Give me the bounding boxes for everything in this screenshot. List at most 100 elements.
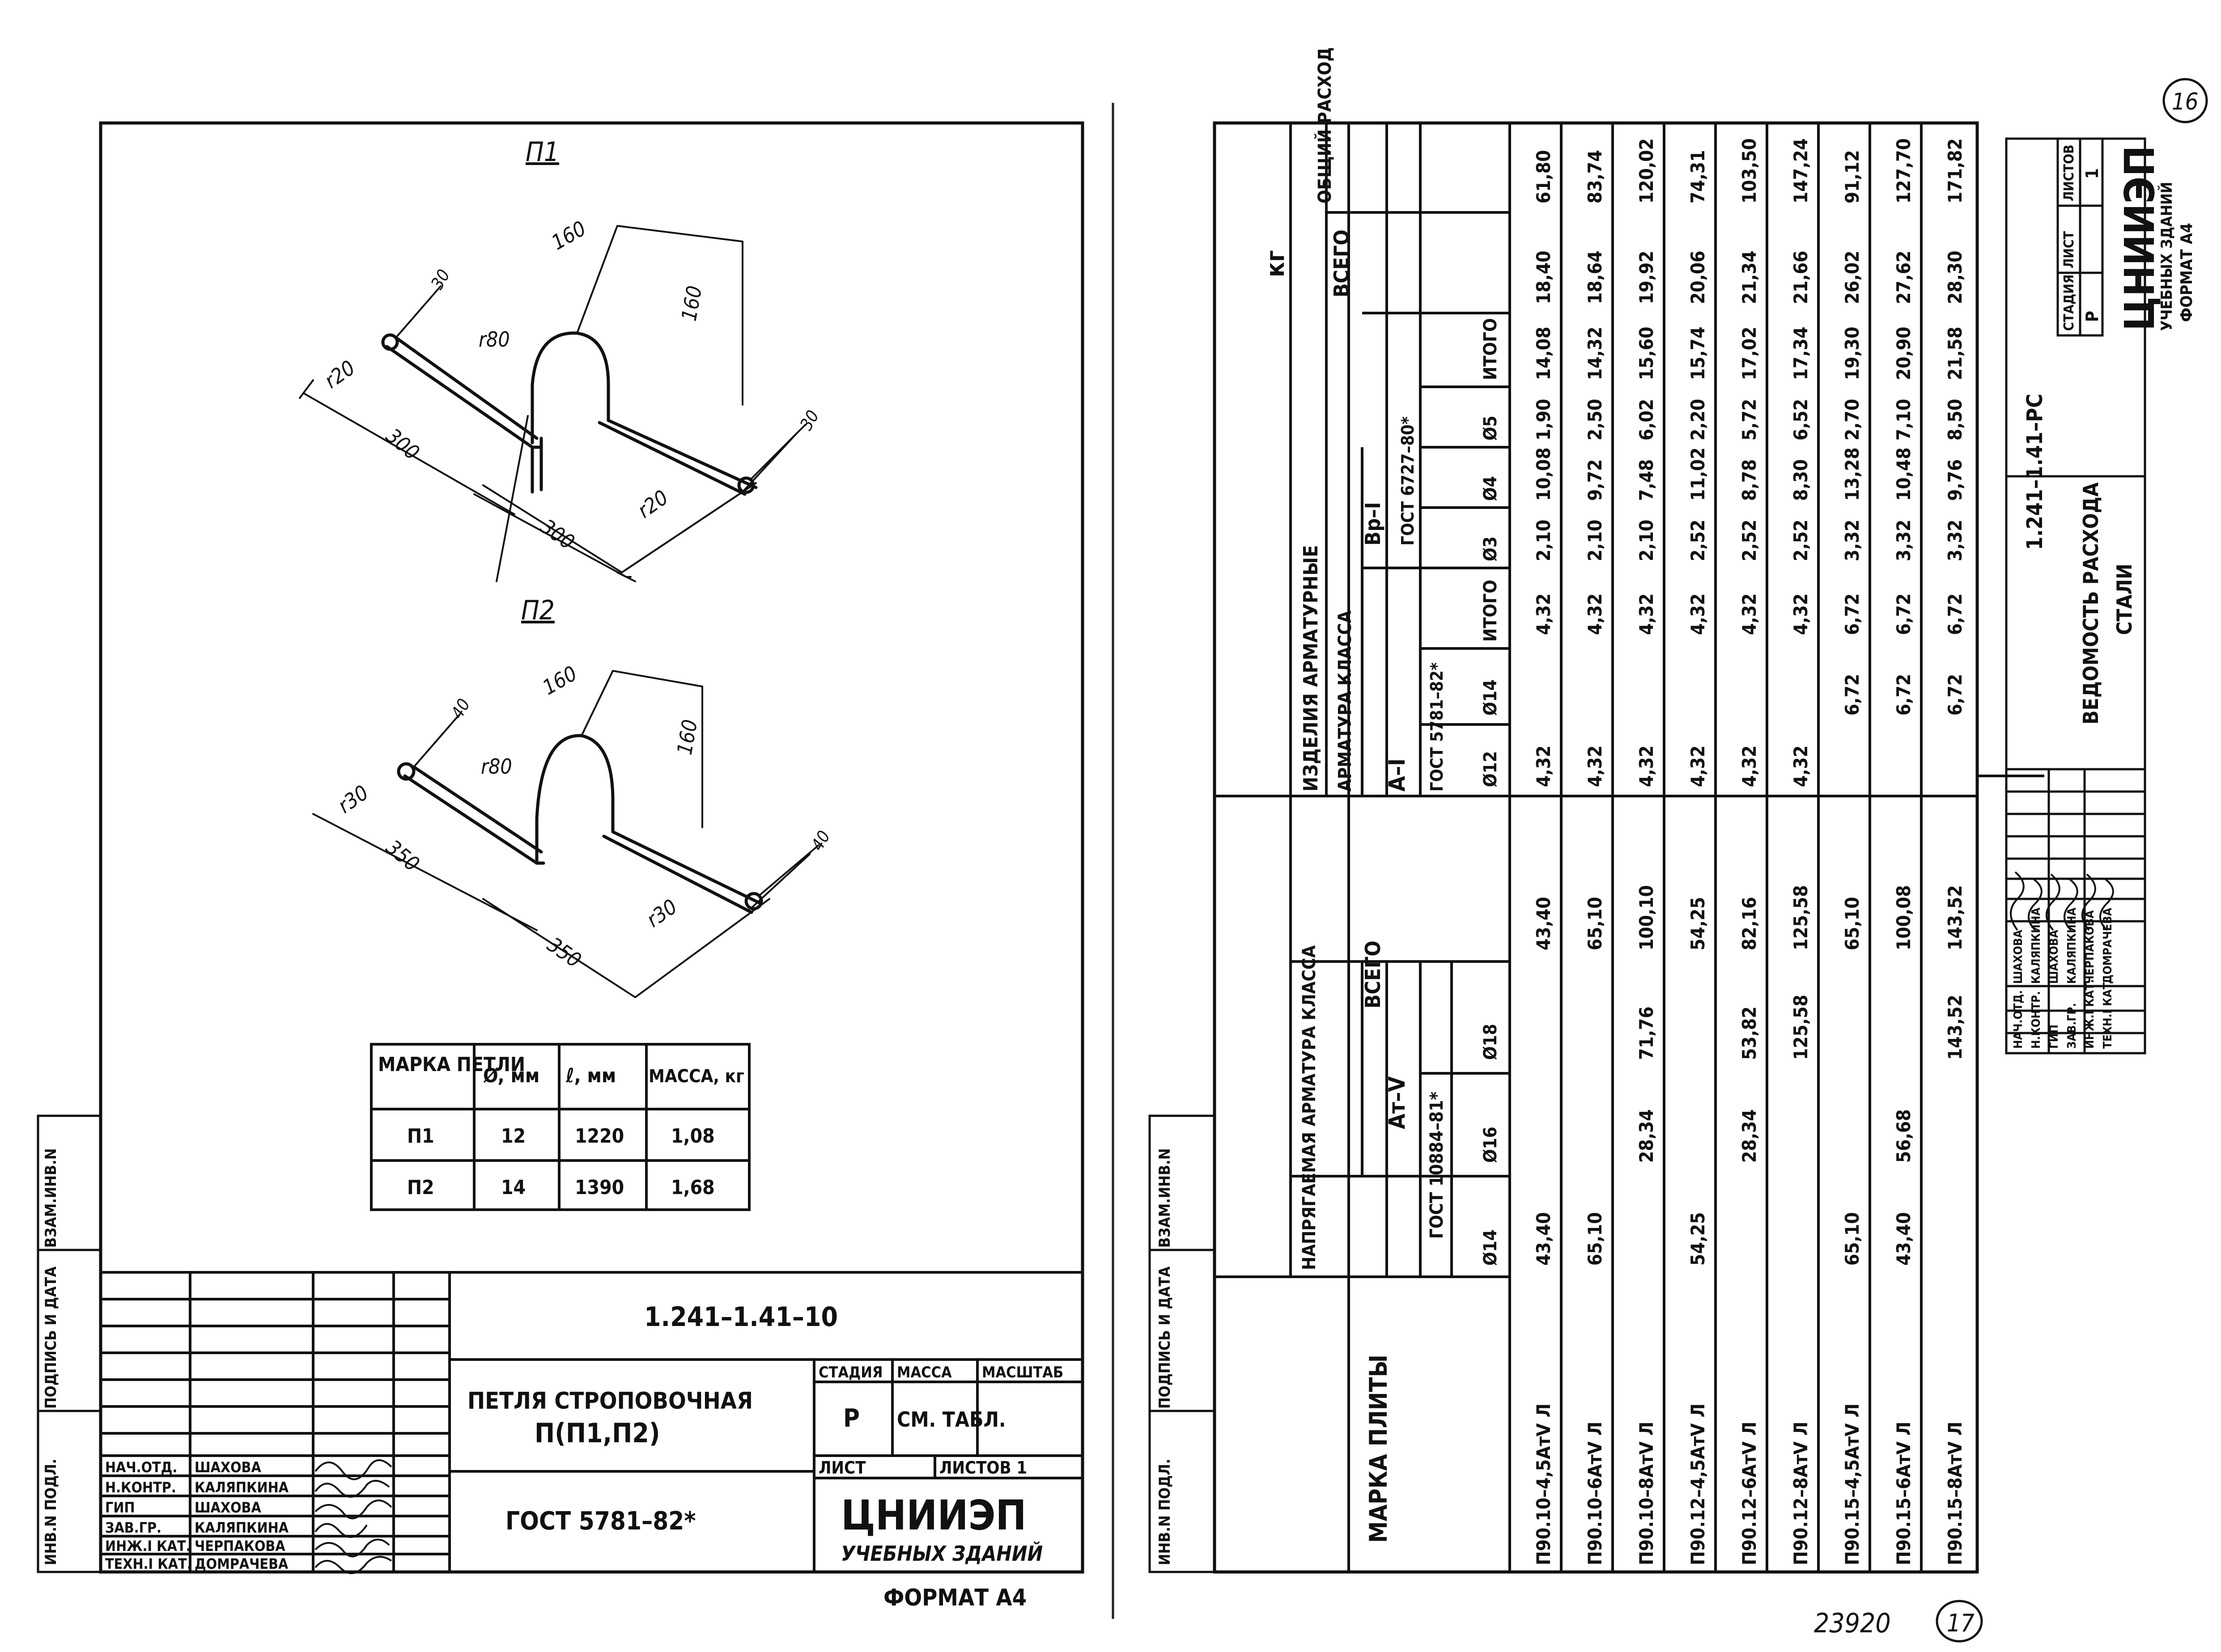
- left-scale-label: МАСШТАБ: [982, 1364, 1063, 1381]
- row4-b-total: 15,74: [1687, 326, 1709, 380]
- col-b-total: ИТОГО: [1480, 318, 1501, 380]
- row5-b4: 8,78: [1738, 459, 1760, 501]
- right-stage-value: Р: [2082, 311, 2102, 322]
- right-format: ФОРМАТ А4: [2178, 223, 2196, 322]
- loop-p2-title: П2: [521, 595, 555, 626]
- right-side-label-vzam: ВЗАМ.ИНВ.N: [1156, 1148, 1174, 1248]
- row1-a12: 4,32: [1533, 746, 1554, 787]
- total-header: ВСЕГО: [1329, 229, 1354, 297]
- row3-mark: П90.10–8АтV Л: [1635, 1422, 1657, 1565]
- row6-ps-total: 125,58: [1790, 885, 1812, 950]
- right-signer-role-2: Н.КОНТР.: [2030, 991, 2043, 1049]
- row6-a-total: 4,32: [1790, 593, 1812, 635]
- left-signer-role-2: Н.КОНТР.: [105, 1479, 176, 1496]
- right-side-labels: ИНВ.N ПОДЛ. ПОДПИСЬ И ДАТА ВЗАМ.ИНВ.N: [1156, 1148, 1174, 1565]
- right-side-label-inv: ИНВ.N ПОДЛ.: [1156, 1459, 1174, 1565]
- row7-b3: 3,32: [1841, 520, 1863, 561]
- loop-p1-title: П1: [526, 136, 559, 168]
- row9-b5: 8,50: [1944, 399, 1966, 441]
- row7-ps14: 65,10: [1841, 1212, 1863, 1266]
- table-row: П90.15–6АтV Л 43,40 56,68 100,08 6,72 6,…: [1893, 138, 1915, 1565]
- row8-ps14: 43,40: [1893, 1212, 1915, 1266]
- row4-b5: 2,20: [1687, 399, 1709, 441]
- table-row: П90.15–4,5АтV Л 65,10 65,10 6,72 6,72 3,…: [1841, 150, 1863, 1565]
- right-signer-name-4: КАЛЯПКИНА: [2065, 907, 2079, 984]
- right-signer-role-3: ГИП: [2047, 1025, 2061, 1049]
- grand-total-header: ОБЩИЙ РАСХОД: [1314, 47, 1335, 204]
- row1-mark: П90.10–4,5АтV Л: [1533, 1403, 1554, 1565]
- table-row: П90.10–4,5АтV Л 43,40 43,40 4,32 4,32 2,…: [1533, 150, 1554, 1565]
- row3-ps18: 71,76: [1635, 1006, 1657, 1060]
- loop-p2-drawing: [312, 670, 820, 998]
- right-side-label-sign: ПОДПИСЬ И ДАТА: [1156, 1267, 1174, 1409]
- row8-b-total: 20,90: [1893, 326, 1915, 380]
- left-signer-name-3: ШАХОВА: [195, 1499, 261, 1516]
- col-b3: Ø3: [1480, 536, 1501, 561]
- row5-b3: 2,52: [1738, 520, 1760, 561]
- corner-circle: [2162, 78, 2208, 123]
- row3-a-total: 4,32: [1635, 593, 1657, 635]
- row2-mark: П90.10–6АтV Л: [1584, 1422, 1606, 1565]
- right-stage-label: СТАДИЯ: [2061, 274, 2077, 331]
- row3-b5: 6,02: [1635, 399, 1657, 441]
- right-title-block: [1976, 123, 2044, 1572]
- spec-row2-mark: П2: [407, 1176, 434, 1199]
- row6-b4: 8,30: [1790, 459, 1812, 501]
- row9-b4: 9,76: [1944, 459, 1966, 501]
- row6-b-total: 17,34: [1790, 326, 1812, 380]
- table-row: П90.15–8АтV Л 143,52 143,52 6,72 6,72 3,…: [1944, 138, 1966, 1565]
- mark-header-1: МАРКА ПЛИТЫ: [1364, 1355, 1393, 1543]
- right-org-sub: УЧЕБНЫХ ЗДАНИЙ: [2157, 182, 2176, 331]
- p2-r80: r80: [481, 754, 512, 779]
- row9-a14: 6,72: [1944, 674, 1966, 716]
- left-standard: ГОСТ 5781–82*: [505, 1507, 696, 1536]
- table-row: П90.12–8АтV Л 125,58 125,58 4,32 4,32 2,…: [1790, 138, 1812, 1565]
- row7-b5: 2,70: [1841, 399, 1863, 441]
- row4-all: 20,06: [1687, 250, 1709, 304]
- left-signer-role-3: ГИП: [105, 1499, 135, 1516]
- side-label-inv: ИНВ.N ПОДЛ.: [42, 1459, 60, 1565]
- row7-ps-total: 65,10: [1841, 897, 1863, 950]
- right-signer-role-5: ИНЖ.I КАТ.: [2083, 979, 2097, 1049]
- spec-row1-dia: 12: [501, 1125, 526, 1148]
- spec-row2-dia: 14: [501, 1176, 526, 1199]
- row5-ps16: 28,34: [1738, 1109, 1760, 1163]
- row9-all: 28,30: [1944, 250, 1966, 304]
- right-signer-name-6: ДОМРАЧЕВА: [2101, 908, 2115, 984]
- left-stage-value: Р: [843, 1404, 860, 1433]
- row8-b5: 7,10: [1893, 399, 1915, 441]
- left-mass-label: МАССА: [897, 1364, 952, 1381]
- left-signer-role-6: ТЕХН.I КАТ.: [105, 1555, 192, 1572]
- right-signer-name-3: ШАХОВА: [2047, 930, 2061, 984]
- row2-a-total: 4,32: [1584, 593, 1606, 635]
- row3-all: 19,92: [1635, 250, 1657, 304]
- schedule-rows: П90.10–4,5АтV Л 43,40 43,40 4,32 4,32 2,…: [1533, 138, 1966, 1565]
- right-signer-name-5: ЧЕРПАКОВА: [2083, 910, 2097, 984]
- spec-row1-mark: П1: [407, 1125, 434, 1148]
- left-signer-name-5: ЧЕРПАКОВА: [195, 1538, 285, 1555]
- row7-a14: 6,72: [1841, 674, 1863, 716]
- row1-b4: 10,08: [1533, 447, 1554, 501]
- spec-head-dia: Ø, мм: [483, 1064, 539, 1087]
- left-sheet-label: ЛИСТ: [819, 1458, 866, 1478]
- page-circle: [1936, 1600, 1983, 1643]
- row3-b4: 7,48: [1635, 459, 1657, 501]
- row9-ps18: 143,52: [1944, 995, 1966, 1060]
- left-signer-name-4: КАЛЯПКИНА: [195, 1519, 289, 1536]
- right-signer-role-6: ТЕХН.I КАТ.: [2101, 978, 2115, 1049]
- col-b4: Ø4: [1480, 476, 1501, 501]
- row5-b-total: 17,02: [1738, 326, 1760, 380]
- left-signer-role-4: ЗАВ.ГР.: [105, 1519, 161, 1536]
- left-side-labels: ИНВ.N ПОДЛ. ПОДПИСЬ И ДАТА ВЗАМ.ИНВ.N: [42, 1148, 60, 1565]
- row9-ps-total: 143,52: [1944, 885, 1966, 950]
- row4-b3: 2,52: [1687, 520, 1709, 561]
- left-title-block: [99, 1271, 1084, 1573]
- left-signer-name-2: КАЛЯПКИНА: [195, 1479, 289, 1496]
- row6-all: 21,66: [1790, 250, 1812, 304]
- right-title-line1: ВЕДОМОСТЬ РАСХОДА: [2079, 483, 2103, 724]
- row1-grand: 61,80: [1533, 150, 1554, 203]
- row2-a12: 4,32: [1584, 746, 1606, 787]
- col-ps14: Ø14: [1480, 1229, 1501, 1266]
- row1-b-total: 14,08: [1533, 326, 1554, 380]
